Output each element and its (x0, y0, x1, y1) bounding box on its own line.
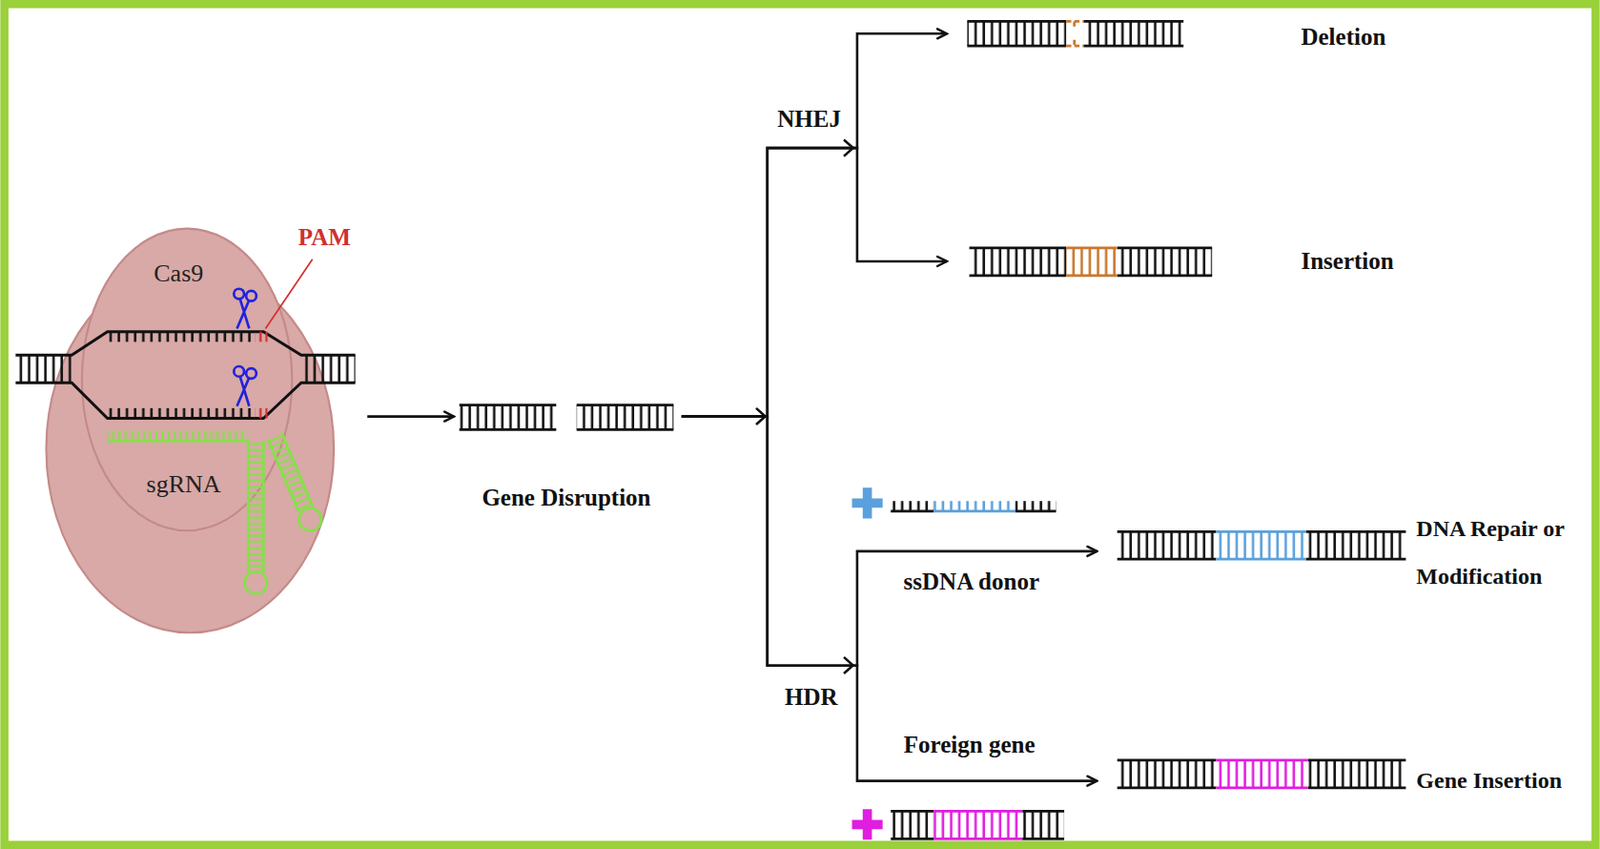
dna-teeth (890, 500, 934, 512)
donor-teeth (933, 500, 1016, 512)
pathway-label: NHEJ (777, 105, 842, 134)
dna-rungs (1308, 759, 1407, 788)
dna-rungs (1083, 20, 1184, 46)
connector-arrow (681, 416, 1098, 781)
pam-teeth (255, 331, 268, 343)
gene-strand (933, 810, 1023, 839)
dna-strand (459, 405, 557, 431)
dna-strand (969, 247, 1213, 276)
dna-strand (890, 510, 1056, 513)
rna-loop (245, 571, 268, 595)
rna-teeth (107, 430, 249, 441)
scissors-icon (233, 366, 245, 377)
dna-rungs (15, 354, 72, 383)
plus-sign (852, 487, 883, 518)
node-text: Cas9 (153, 259, 204, 288)
dna-teeth (1015, 500, 1057, 512)
dna-rungs (1306, 531, 1407, 559)
donor-rungs (1215, 531, 1306, 559)
dna-strand (15, 382, 355, 418)
plus-sign (852, 808, 883, 840)
donor-strand (933, 510, 1016, 513)
dna-rungs (966, 20, 1067, 46)
insert-strand (1066, 247, 1117, 276)
node-text: Deletion (1300, 23, 1386, 52)
rna-hairpin (267, 432, 313, 513)
outcome-box: Deletion (946, 12, 1392, 64)
scissors-icon (233, 288, 245, 300)
connector-arrow (681, 33, 947, 416)
dna-rungs (969, 247, 1067, 276)
dna-rungs (301, 354, 356, 383)
insert-rungs (1066, 247, 1117, 276)
dna-rungs (576, 405, 675, 431)
frame-border (4, 3, 1597, 844)
rna-loop (295, 504, 326, 534)
node-text: DNA Repair or Modification (1415, 504, 1574, 601)
node-text: Insertion (1300, 247, 1394, 276)
dna-rungs (1117, 759, 1217, 788)
dna-rungs (1117, 247, 1212, 276)
rna-strand (107, 439, 249, 443)
node-text: Gene Insertion (1415, 767, 1562, 795)
outcome-box: Gene Insertion (1096, 753, 1568, 811)
donor-strand (1215, 531, 1306, 559)
rna-hairpin-rungs (267, 432, 313, 513)
connector-arrow (367, 414, 454, 418)
pam-leader-line (265, 259, 312, 329)
node-text: Gene Disruption (481, 484, 651, 513)
gene-rungs (1215, 759, 1308, 788)
outcome-box: Insertion (946, 236, 1400, 288)
connector-arrow (681, 147, 947, 416)
deletion-gap (1066, 20, 1084, 46)
dna-strand (576, 405, 675, 431)
donor-label: Foreign gene (903, 731, 1036, 759)
rna-hairpin-rungs (247, 440, 264, 572)
dna-strand (1117, 531, 1407, 559)
scissors-icon (246, 290, 257, 302)
gene-strand (1215, 759, 1308, 788)
dna-teeth (107, 408, 256, 419)
outcome-box: DNA Repair or Modification (1096, 495, 1580, 609)
pam-teeth (255, 408, 268, 419)
node-text: sgRNA (146, 470, 222, 499)
scissors-icon (237, 376, 250, 407)
rna-hairpin (247, 440, 264, 572)
dna-strand (890, 810, 1065, 839)
dna-rungs (459, 405, 557, 431)
gene-rungs (933, 810, 1023, 839)
dna-rungs (1117, 531, 1217, 559)
edge-group (367, 33, 1097, 780)
dna-strand (15, 331, 355, 356)
pathway-label: HDR (784, 683, 839, 712)
dna-rungs (1022, 810, 1065, 839)
pam-label: PAM (298, 224, 351, 252)
gene-disruption-box: Gene Disruption (453, 395, 682, 516)
dna-teeth (107, 331, 256, 343)
dna-rungs (890, 810, 934, 839)
connector-arrow (681, 416, 1098, 666)
donor-label: ssDNA donor (903, 568, 1040, 596)
scissors-icon (246, 368, 257, 379)
dna-strand (1117, 759, 1407, 788)
cas9-complex: Cas9 sgRNA (15, 228, 368, 634)
dna-strand (966, 20, 1184, 46)
scissors-icon (237, 298, 250, 329)
